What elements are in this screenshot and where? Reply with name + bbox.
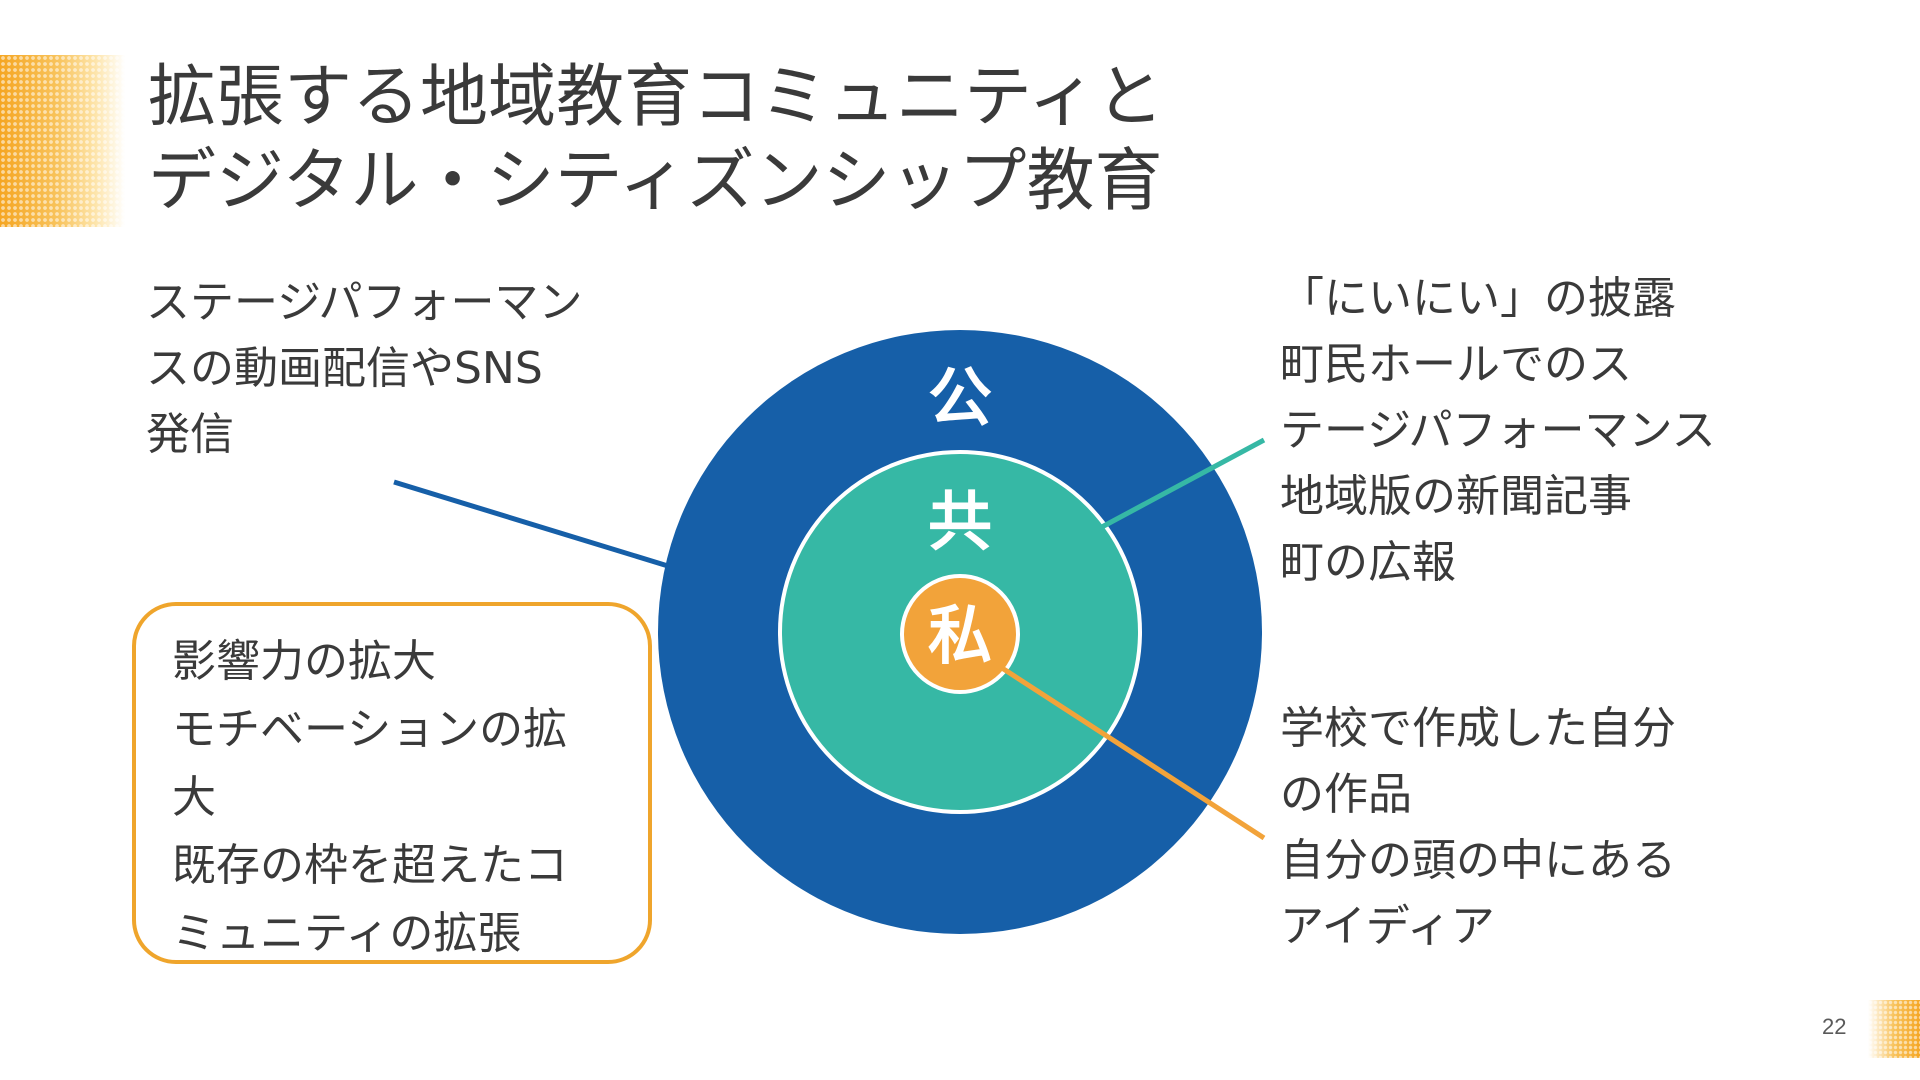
slide-title-line: デジタル・シティズンシップ教育 [148,142,1163,221]
private-connector-line [1000,665,1266,841]
corner-decoration-bottom [1868,1000,1920,1058]
slide-title: 拡張する地域教育コミュニティと デジタル・シティズンシップ教育 [148,56,1164,224]
inner-circle-label: 私 [928,600,992,674]
callout-line: ステージパフォーマン [146,277,583,328]
callout-line: アイディア [1280,901,1495,952]
callout-line: 町の広報 [1280,537,1456,588]
page-number: 22 [1822,1014,1847,1039]
effects-line: 既存の枠を超えたコ [172,840,568,891]
inner-circle-private [900,574,1020,694]
callout-line: スの動画配信やSNS [146,343,543,394]
public-connector-line [393,479,669,569]
public-callout-text: ステージパフォーマン スの動画配信やSNS 発信 [146,270,582,468]
effects-box: 影響力の拡大 モチベーションの拡 大 既存の枠を超えたコ ミュニティの拡張 [132,602,652,964]
private-callout-text: 学校で作成した自分 の作品 自分の頭の中にある アイディア [1280,696,1676,960]
corner-decoration [0,55,125,227]
callout-line: 町民ホールでのス [1280,339,1632,390]
effects-line: モチベーションの拡 [172,704,568,755]
callout-line: 自分の頭の中にある [1280,835,1676,886]
middle-circle-label: 共 [928,486,992,560]
effects-line: ミュニティの拡張 [172,908,522,959]
effects-line: 大 [172,772,216,823]
callout-line: 地域版の新聞記事 [1280,471,1632,522]
common-connector-line [1098,437,1266,531]
effects-line: 影響力の拡大 [172,636,436,687]
callout-line: 学校で作成した自分 [1280,703,1676,754]
effects-box-text: 影響力の拡大 モチベーションの拡 大 既存の枠を超えたコ ミュニティの拡張 [172,628,568,968]
callout-line: 発信 [146,409,234,460]
common-callout-text: 「にいにい」の披露 町民ホールでのス テージパフォーマンス 地域版の新聞記事 町… [1280,266,1716,596]
callout-line: の作品 [1280,769,1412,820]
callout-line: テージパフォーマンス [1280,405,1716,456]
outer-circle-label: 公 [928,362,992,436]
callout-line: 「にいにい」の披露 [1280,273,1676,324]
slide-title-line: 拡張する地域教育コミュニティと [148,58,1164,137]
